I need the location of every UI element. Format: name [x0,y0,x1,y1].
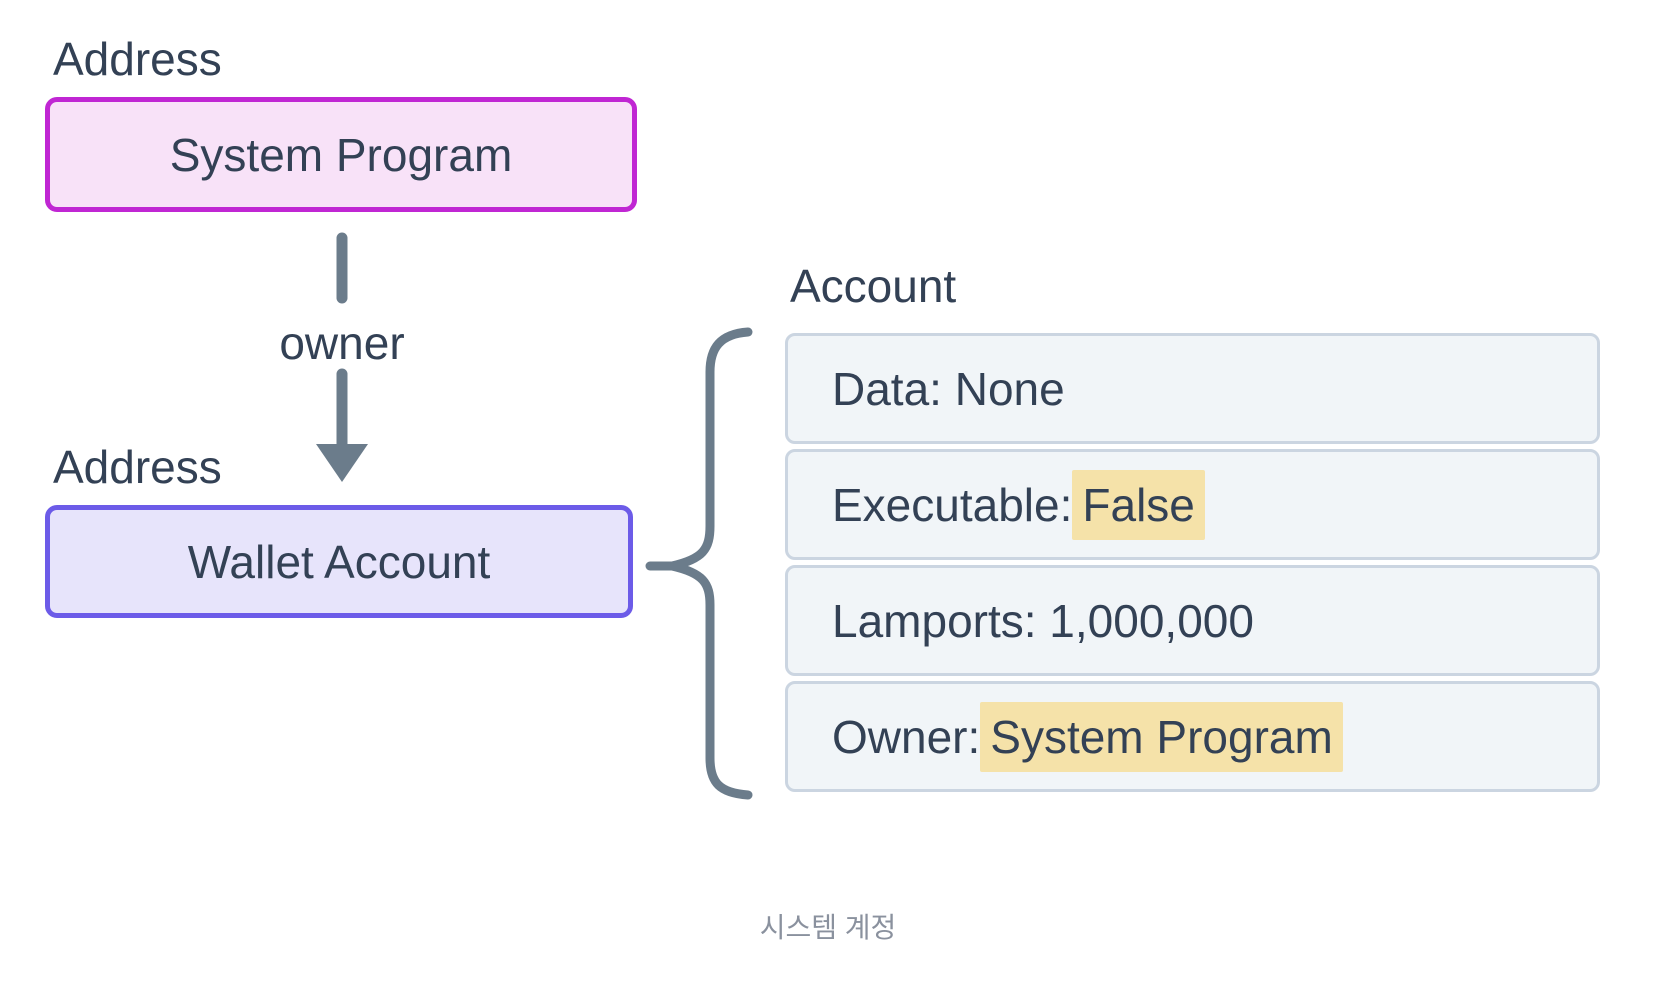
account-row-owner-highlight: System Program [980,701,1343,772]
account-row-executable-highlight: False [1072,469,1205,540]
account-row-lamports-text: Lamports: 1,000,000 [832,594,1254,647]
address-label-top: Address [53,33,222,85]
wallet-account-box-label: Wallet Account [187,535,491,588]
account-heading: Account [790,260,957,312]
account-row-lamports: Lamports: 1,000,000 [785,565,1600,676]
account-row-owner-text: Owner: [832,710,981,763]
wallet-account-box: Wallet Account [45,505,633,618]
system-program-box: System Program [45,97,637,212]
account-row-data-text: Data: None [832,362,1065,415]
address-label-bottom: Address [53,441,222,493]
diagram-caption: 시스템 계정 [759,912,897,943]
account-row-owner: Owner: System Program [785,681,1600,792]
account-row-data: Data: None [785,333,1600,444]
system-program-box-label: System Program [169,128,513,181]
account-row-executable: Executable: False [785,449,1600,560]
owner-arrow-label: owner [279,317,405,369]
account-row-executable-text: Executable: [832,478,1073,531]
account-field-list: Data: None Executable: False Lamports: 1… [785,333,1600,792]
curly-brace-icon [645,327,753,800]
